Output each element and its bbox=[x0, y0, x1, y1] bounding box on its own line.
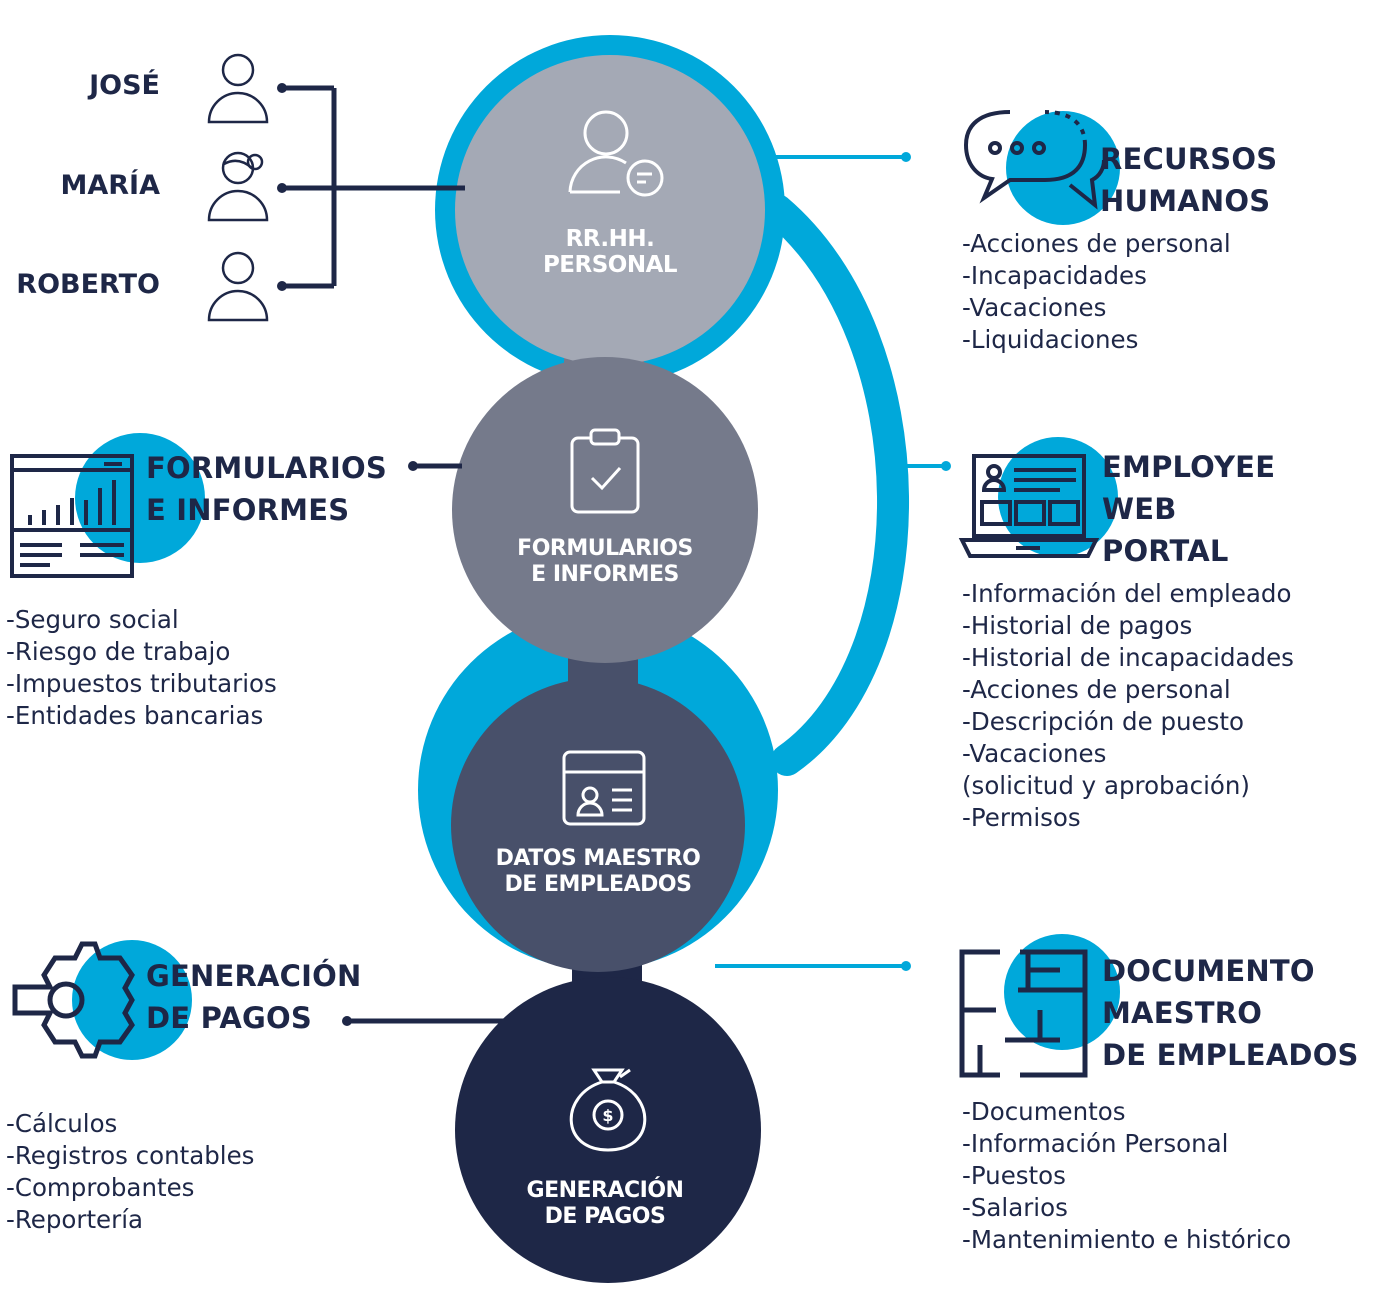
list-item: -Seguro social bbox=[6, 605, 179, 634]
section-list-recursos: -Acciones de personal -Incapacidades -Va… bbox=[962, 228, 1231, 356]
person-name-jose: JOSÉ bbox=[89, 70, 160, 101]
person-name-roberto: ROBERTO bbox=[16, 269, 160, 300]
gear-icon bbox=[12, 941, 135, 1059]
list-item: -Historial de pagos bbox=[962, 611, 1193, 640]
list-item: -Descripción de puesto bbox=[962, 707, 1244, 736]
person-name-maria: MARÍA bbox=[60, 170, 161, 201]
section-list-formularios: -Seguro social -Riesgo de trabajo -Impue… bbox=[6, 604, 277, 732]
laptop-profile-icon bbox=[958, 454, 1100, 558]
node-rrhh-circle bbox=[455, 55, 765, 365]
list-item: -Impuestos tributarios bbox=[6, 669, 277, 698]
list-item: -Documentos bbox=[962, 1097, 1126, 1126]
connector-documento-dot bbox=[901, 961, 911, 971]
floor-plan-icon bbox=[959, 949, 1088, 1078]
list-item: -Entidades bancarias bbox=[6, 701, 264, 730]
person-chat-icon bbox=[568, 110, 664, 197]
person-icon bbox=[207, 53, 269, 124]
list-item: (solicitud y aprobación) bbox=[962, 771, 1250, 800]
speech-bubbles-icon bbox=[963, 110, 1106, 210]
list-item: -Mantenimiento e histórico bbox=[962, 1225, 1292, 1254]
list-item: -Información del empleado bbox=[962, 579, 1292, 608]
svg-text:$: $ bbox=[602, 1106, 613, 1125]
list-item: -Vacaciones bbox=[962, 293, 1107, 322]
list-item: -Riesgo de trabajo bbox=[6, 637, 231, 666]
list-item: -Acciones de personal bbox=[962, 229, 1231, 258]
list-item: -Vacaciones bbox=[962, 739, 1107, 768]
person-female-icon bbox=[207, 151, 269, 222]
list-item: -Liquidaciones bbox=[962, 325, 1139, 354]
node-rrhh-title: RR.HH.PERSONAL bbox=[542, 226, 678, 278]
list-item: -Permisos bbox=[962, 803, 1081, 832]
list-item: -Salarios bbox=[962, 1193, 1068, 1222]
list-item: -Comprobantes bbox=[6, 1173, 195, 1202]
clipboard-check-icon bbox=[570, 428, 640, 514]
node-formularios-circle bbox=[452, 357, 758, 663]
list-item: -Acciones de personal bbox=[962, 675, 1231, 704]
section-list-portal: -Información del empleado -Historial de … bbox=[962, 578, 1294, 834]
list-item: -Incapacidades bbox=[962, 261, 1147, 290]
section-list-pagos: -Cálculos -Registros contables -Comproba… bbox=[6, 1108, 254, 1236]
list-item: -Información Personal bbox=[962, 1129, 1229, 1158]
list-item: -Historial de incapacidades bbox=[962, 643, 1294, 672]
section-list-documento: -Documentos -Información Personal -Puest… bbox=[962, 1096, 1291, 1256]
report-dashboard-icon bbox=[10, 454, 134, 578]
list-item: -Registros contables bbox=[6, 1141, 255, 1170]
people-bracket bbox=[282, 85, 465, 289]
connector-recursos-dot bbox=[901, 152, 911, 162]
id-card-icon bbox=[562, 750, 646, 826]
list-item: -Cálculos bbox=[6, 1109, 118, 1138]
list-item: -Reportería bbox=[6, 1205, 144, 1234]
list-item: -Puestos bbox=[962, 1161, 1066, 1190]
person-icon bbox=[207, 251, 269, 322]
connector-arc bbox=[761, 194, 909, 776]
connector-portal-dot bbox=[941, 461, 951, 471]
money-bag-icon: $ bbox=[569, 1068, 647, 1152]
